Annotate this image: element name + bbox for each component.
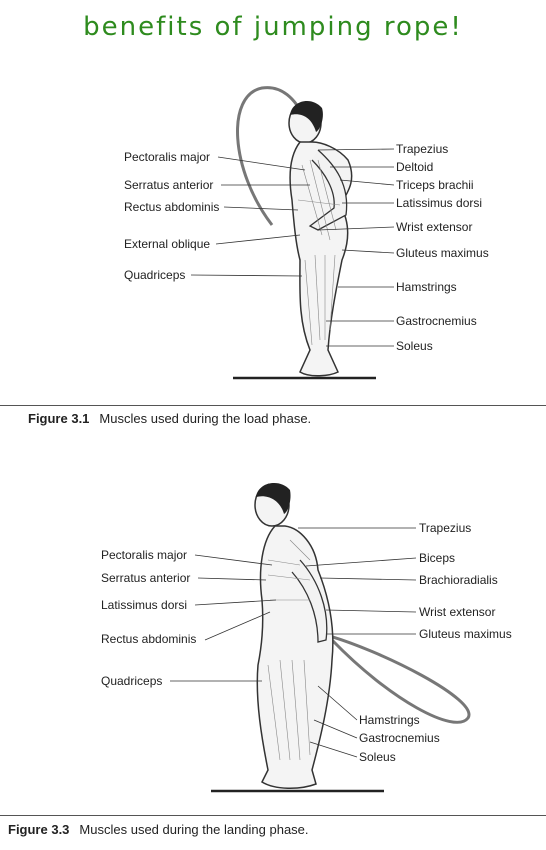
fig1-label-soleus: Soleus: [396, 339, 433, 353]
fig2-label-quadriceps: Quadriceps: [101, 674, 163, 688]
fig1-label-external-oblique: External oblique: [124, 237, 211, 251]
fig2-label-biceps: Biceps: [419, 551, 456, 565]
fig2-label-wrist-extensor: Wrist extensor: [419, 605, 496, 619]
figure2-caption-text: Muscles used during the landing phase.: [79, 822, 309, 837]
fig2-label-brachioradialis: Brachioradialis: [419, 573, 498, 587]
figure1-hair: [290, 100, 323, 132]
figure2-number: Figure 3.3: [8, 822, 70, 837]
fig2-label-rectus-abdominis: Rectus abdominis: [101, 632, 197, 646]
figure1-body: [289, 141, 353, 377]
fig1-label-serratus-anterior: Serratus anterior: [124, 178, 214, 192]
fig1-label-deltoid: Deltoid: [396, 160, 434, 174]
fig2-label-trapezius: Trapezius: [419, 521, 472, 535]
jump-rope-2: [325, 633, 471, 724]
figure2-body: [256, 525, 334, 789]
figure2-caption: Figure 3.3 Muscles used during the landin…: [8, 822, 309, 837]
fig1-label-latissimus-dorsi: Latissimus dorsi: [396, 196, 483, 210]
figure1-number: Figure 3.1: [28, 411, 90, 426]
fig2-label-gastrocnemius: Gastrocnemius: [359, 731, 440, 745]
figure2-hair: [256, 482, 291, 514]
fig2-label-hamstrings: Hamstrings: [359, 713, 420, 727]
figure1-caption: Figure 3.1 Muscles used during the load p…: [28, 411, 311, 426]
fig1-label-hamstrings: Hamstrings: [396, 280, 457, 294]
fig2-label-soleus: Soleus: [359, 750, 396, 764]
fig1-label-gluteus-maximus: Gluteus maximus: [396, 246, 489, 260]
fig1-label-rectus-abdominis: Rectus abdominis: [124, 200, 220, 214]
fig2-label-gluteus-maximus: Gluteus maximus: [419, 627, 512, 641]
figure1-divider: [0, 405, 546, 406]
figure2-illustration: [170, 482, 471, 793]
fig1-label-gastrocnemius: Gastrocnemius: [396, 314, 477, 328]
fig2-label-pectoralis-major: Pectoralis major: [101, 548, 188, 562]
figure2-divider: [0, 815, 546, 816]
page-title: benefits of jumping rope!: [83, 12, 463, 42]
fig2-label-latissimus-dorsi: Latissimus dorsi: [101, 598, 188, 612]
fig1-label-quadriceps: Quadriceps: [124, 268, 186, 282]
fig1-label-triceps-brachii: Triceps brachii: [396, 178, 474, 192]
figure2-arm: [291, 559, 328, 643]
fig1-label-trapezius: Trapezius: [396, 142, 449, 156]
fig1-label-wrist-extensor: Wrist extensor: [396, 220, 473, 234]
fig2-label-serratus-anterior: Serratus anterior: [101, 571, 191, 585]
figure1-illustration: [190, 86, 395, 380]
fig1-label-pectoralis-major: Pectoralis major: [124, 150, 211, 164]
figure1-caption-text: Muscles used during the load phase.: [99, 411, 312, 426]
